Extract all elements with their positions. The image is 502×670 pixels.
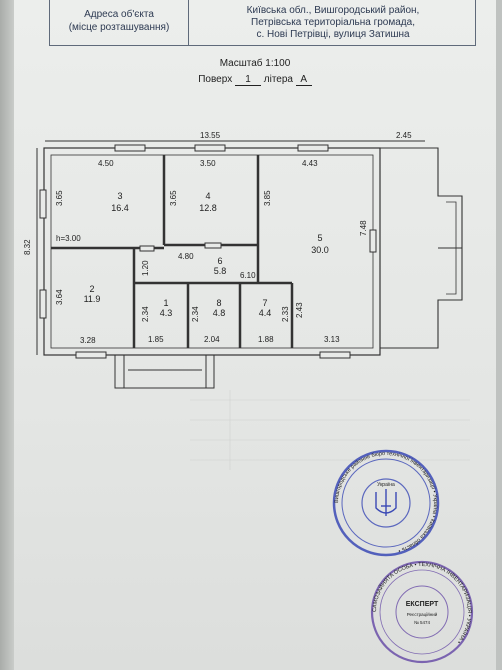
expert-seal-title: ЕКСПЕРТ <box>406 601 439 608</box>
dim-annex-width: 2.45 <box>396 131 412 140</box>
dim-room5-lower-height: 2.43 <box>295 302 304 318</box>
dim-room3-width: 4.50 <box>98 159 114 168</box>
window-room5-top <box>297 144 329 152</box>
dim-total-width: 13.55 <box>200 131 221 140</box>
dim-room6-width: 4.80 <box>178 252 194 261</box>
door-room5-annex <box>369 229 377 253</box>
seal-center-label: Україна <box>377 482 395 488</box>
door-room4 <box>204 242 222 249</box>
room-3-area: 16.4 <box>111 203 129 213</box>
dim-room7-width: 1.88 <box>258 335 274 344</box>
room-6-number: 6 <box>217 256 222 266</box>
dim-total-height: 8.32 <box>23 239 32 255</box>
window-room3 <box>114 144 146 152</box>
outer-wall <box>43 147 381 356</box>
ceiling-height: h=3.00 <box>56 234 81 243</box>
trident-icon <box>375 489 397 516</box>
address-line-3: с. Нові Петрівці, вулиця Затишна <box>256 29 410 40</box>
dim-room4-width: 3.50 <box>200 159 216 168</box>
window-room3-side <box>39 189 47 219</box>
floor-label: Поверх <box>198 74 233 85</box>
document-page: Адреса об'єкта (місце розташування) Київ… <box>14 0 496 670</box>
room-1-number: 1 <box>163 298 168 308</box>
address-label-cell: Адреса об'єкта (місце розташування) <box>50 8 188 34</box>
room-2-area: 11.9 <box>84 294 101 304</box>
dim-room1-height: 2.34 <box>141 306 150 322</box>
door-room3 <box>139 245 155 252</box>
floor-line: Поверх 1 літера А <box>14 74 496 86</box>
dim-room8-height: 2.34 <box>191 306 200 322</box>
expert-seal: САМОЗАЙНЯТА ОСОБА • ТЕХНІЧНА ІНВЕНТАРИЗА… <box>370 560 474 664</box>
dim-room8-width: 2.04 <box>204 335 220 344</box>
litera-label: літера <box>263 74 293 85</box>
dim-room5-side: 7.48 <box>359 220 368 236</box>
dim-room2-height: 3.64 <box>55 289 64 305</box>
address-line-1: Київська обл., Вишгородський район, <box>246 5 420 16</box>
dim-room3-height: 3.65 <box>55 190 64 206</box>
dim-room2-width: 3.28 <box>80 336 96 345</box>
floor-value: 1 <box>234 74 261 86</box>
room-4-number: 4 <box>205 191 210 201</box>
binder-edge <box>0 0 14 670</box>
room-6-area: 5.8 <box>214 266 227 276</box>
official-seal: Вишгородське районне бюро технічної інве… <box>332 449 440 557</box>
address-sublabel: (місце розташування) <box>68 22 170 33</box>
header-divider <box>188 0 189 46</box>
room-8-area: 4.8 <box>213 308 226 318</box>
expert-seal-reg-label: Реєстраційний <box>407 611 438 617</box>
expert-seal-reg-number: № 5474 <box>414 620 431 625</box>
entry-porch <box>114 355 215 389</box>
dim-room5-width: 4.43 <box>302 159 318 168</box>
address-label: Адреса об'єкта <box>84 9 154 20</box>
dim-room5-height: 3.85 <box>263 190 272 206</box>
room-2-number: 2 <box>89 284 94 294</box>
address-header-table: Адреса об'єкта (місце розташування) Київ… <box>49 0 476 46</box>
dim-room4-height: 3.65 <box>169 190 178 206</box>
dim-room1-width: 1.85 <box>148 335 164 344</box>
room-8-number: 8 <box>216 298 221 308</box>
room-3-number: 3 <box>117 191 122 201</box>
scale-label: Масштаб 1:100 <box>219 58 291 69</box>
dim-room7-height: 2.33 <box>281 306 290 322</box>
room-7-number: 7 <box>262 298 267 308</box>
window-room2-bottom <box>75 351 107 359</box>
dim-corridor-width: 6.10 <box>240 271 256 280</box>
dim-room5-lower-width: 3.13 <box>324 335 340 344</box>
room-5-number: 5 <box>317 233 322 243</box>
room-5-area: 30.0 <box>311 245 329 255</box>
litera-value: А <box>295 74 312 86</box>
window-room5-bottom <box>319 351 351 359</box>
address-value-cell: Київська обл., Вишгородський район, Петр… <box>189 5 477 41</box>
room-4-area: 12.8 <box>199 203 217 213</box>
room-1-area: 4.3 <box>160 308 173 318</box>
dim-room6-height: 1.20 <box>141 260 150 276</box>
window-room2-side <box>39 289 47 319</box>
window-room4 <box>194 144 226 152</box>
room-7-area: 4.4 <box>259 308 272 318</box>
address-line-2: Петрівська територіальна громада, <box>251 17 415 28</box>
